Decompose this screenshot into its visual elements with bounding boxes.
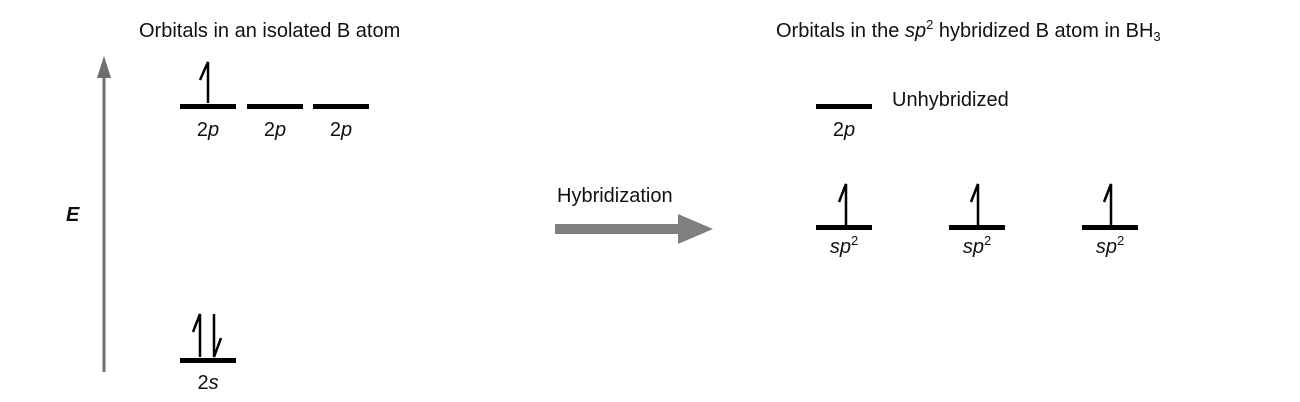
orbital-level-sp2-3	[1082, 225, 1138, 230]
orbital-label-sp2-3: sp2	[1082, 233, 1138, 259]
label-letter: sp	[962, 236, 984, 258]
label-superscript: 2	[1116, 233, 1125, 248]
label-letter: p	[341, 119, 353, 141]
orbital-level-2p-2	[247, 104, 303, 109]
orbital-level-unhybridized-2p	[816, 104, 872, 109]
energy-axis-label: E	[66, 204, 80, 226]
label-number: 2	[263, 119, 275, 141]
label-number: 2	[197, 372, 209, 394]
label-superscript: 2	[850, 233, 859, 248]
title-subscript: 3	[1153, 29, 1161, 44]
left-panel-title: Orbitals in an isolated B atom	[139, 20, 401, 42]
orbital-level-2p-3	[313, 104, 369, 109]
label-letter: p	[208, 119, 220, 141]
label-letter: p	[844, 119, 856, 141]
orbital-level-2p-1	[180, 104, 236, 109]
orbital-label-unhybridized-2p: 2p	[816, 119, 872, 142]
title-suffix: hybridized B atom in BH	[933, 20, 1154, 42]
label-letter: sp	[1095, 236, 1117, 258]
orbital-label-2p-3: 2p	[313, 119, 369, 142]
label-number: 2	[832, 119, 844, 141]
orbital-label-2p-2: 2p	[247, 119, 303, 142]
label-number: 2	[329, 119, 341, 141]
orbital-label-2p-1: 2p	[180, 119, 236, 142]
right-panel-title: Orbitals in the sp2 hybridized B atom in…	[776, 17, 1161, 44]
title-prefix: Orbitals in the	[776, 20, 905, 42]
label-number: 2	[196, 119, 208, 141]
label-superscript: 2	[983, 233, 992, 248]
title-italic: sp	[904, 20, 927, 42]
hybridization-label: Hybridization	[557, 185, 673, 207]
unhybridized-note: Unhybridized	[892, 89, 1009, 111]
label-letter: p	[275, 119, 287, 141]
label-letter: sp	[829, 236, 851, 258]
title-superscript: 2	[926, 17, 934, 32]
orbital-label-2s: 2s	[180, 372, 236, 395]
orbital-level-sp2-2	[949, 225, 1005, 230]
label-letter: s	[208, 372, 219, 394]
orbital-label-sp2-1: sp2	[816, 233, 872, 259]
orbital-level-2s	[180, 358, 236, 363]
orbital-level-sp2-1	[816, 225, 872, 230]
orbital-label-sp2-2: sp2	[949, 233, 1005, 259]
